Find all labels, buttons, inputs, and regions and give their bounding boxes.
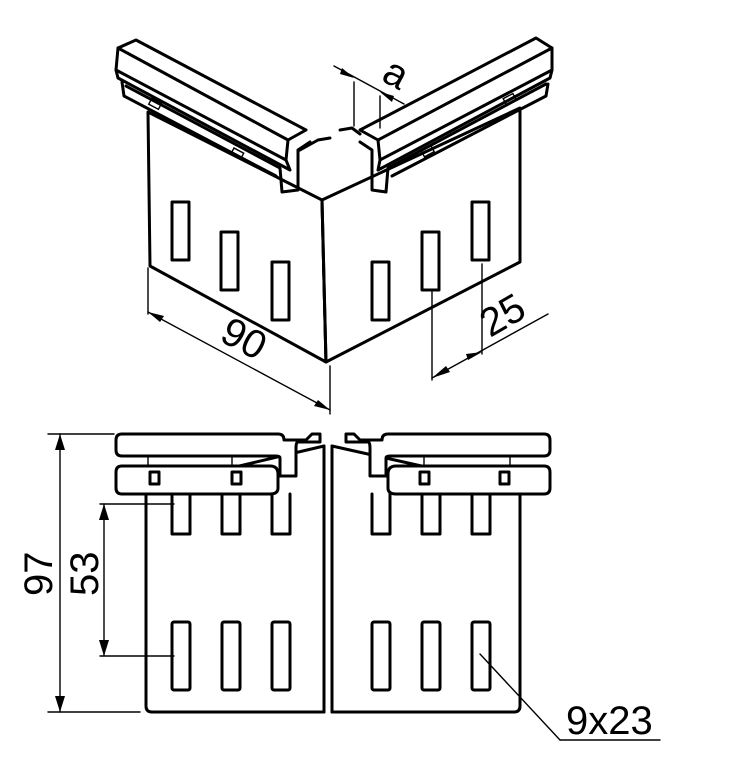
dim-97: 97 <box>17 433 141 713</box>
isometric-view: a 90 25 <box>114 36 554 415</box>
iso-right-flange <box>338 36 554 194</box>
front-view: 97 53 9x23 <box>17 432 661 743</box>
front-upper-slots <box>170 492 492 536</box>
iso-left-flange <box>114 38 332 194</box>
dim-53-label: 53 <box>63 552 107 597</box>
slot-size-label: 9x23 <box>566 699 653 743</box>
leader-slot-size: 9x23 <box>479 653 661 743</box>
dim-97-label: 97 <box>17 552 61 597</box>
iso-right-slots <box>370 200 491 322</box>
iso-left-slots <box>170 200 291 322</box>
front-left-flange <box>114 432 322 496</box>
dim-53: 53 <box>63 503 175 657</box>
front-right-flange <box>344 432 552 496</box>
